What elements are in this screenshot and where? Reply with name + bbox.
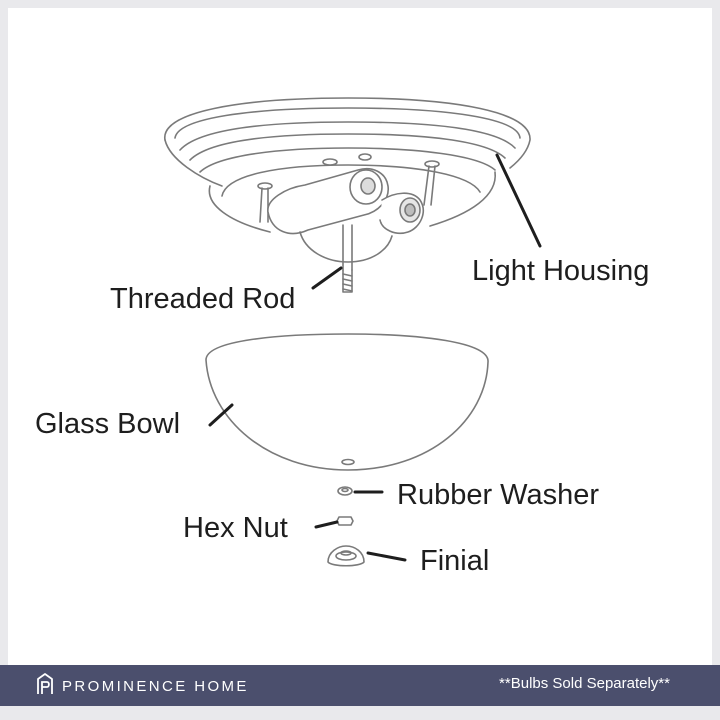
light-housing-drawing (164, 97, 531, 293)
light-housing-label: Light Housing (472, 255, 650, 287)
exploded-parts-diagram (164, 97, 542, 567)
glass-bowl-label: Glass Bowl (35, 408, 181, 440)
glass-bowl-leader (208, 403, 234, 427)
brand: PROMINENCE HOME (36, 672, 249, 700)
finial-leader (366, 551, 407, 562)
hex-nut-label: Hex Nut (183, 512, 288, 544)
footer-bottom-strip (0, 706, 720, 720)
brand-name: PROMINENCE HOME (62, 677, 249, 695)
threaded-rod-label: Threaded Rod (110, 283, 296, 315)
footer-bar (0, 665, 720, 706)
light-housing-leader (495, 153, 542, 248)
glass-bowl-drawing (205, 333, 489, 471)
hex-nut-leader (314, 520, 339, 529)
rubber-washer-label: Rubber Washer (397, 479, 600, 511)
finial-drawing (327, 545, 365, 567)
finial-label: Finial (420, 545, 490, 577)
rubber-washer-drawing (337, 486, 353, 496)
bulbs-note: **Bulbs Sold Separately** (499, 675, 670, 692)
threaded-rod-leader (311, 266, 343, 290)
prominence-home-logo-icon (36, 672, 54, 700)
hex-nut-drawing (336, 516, 354, 526)
